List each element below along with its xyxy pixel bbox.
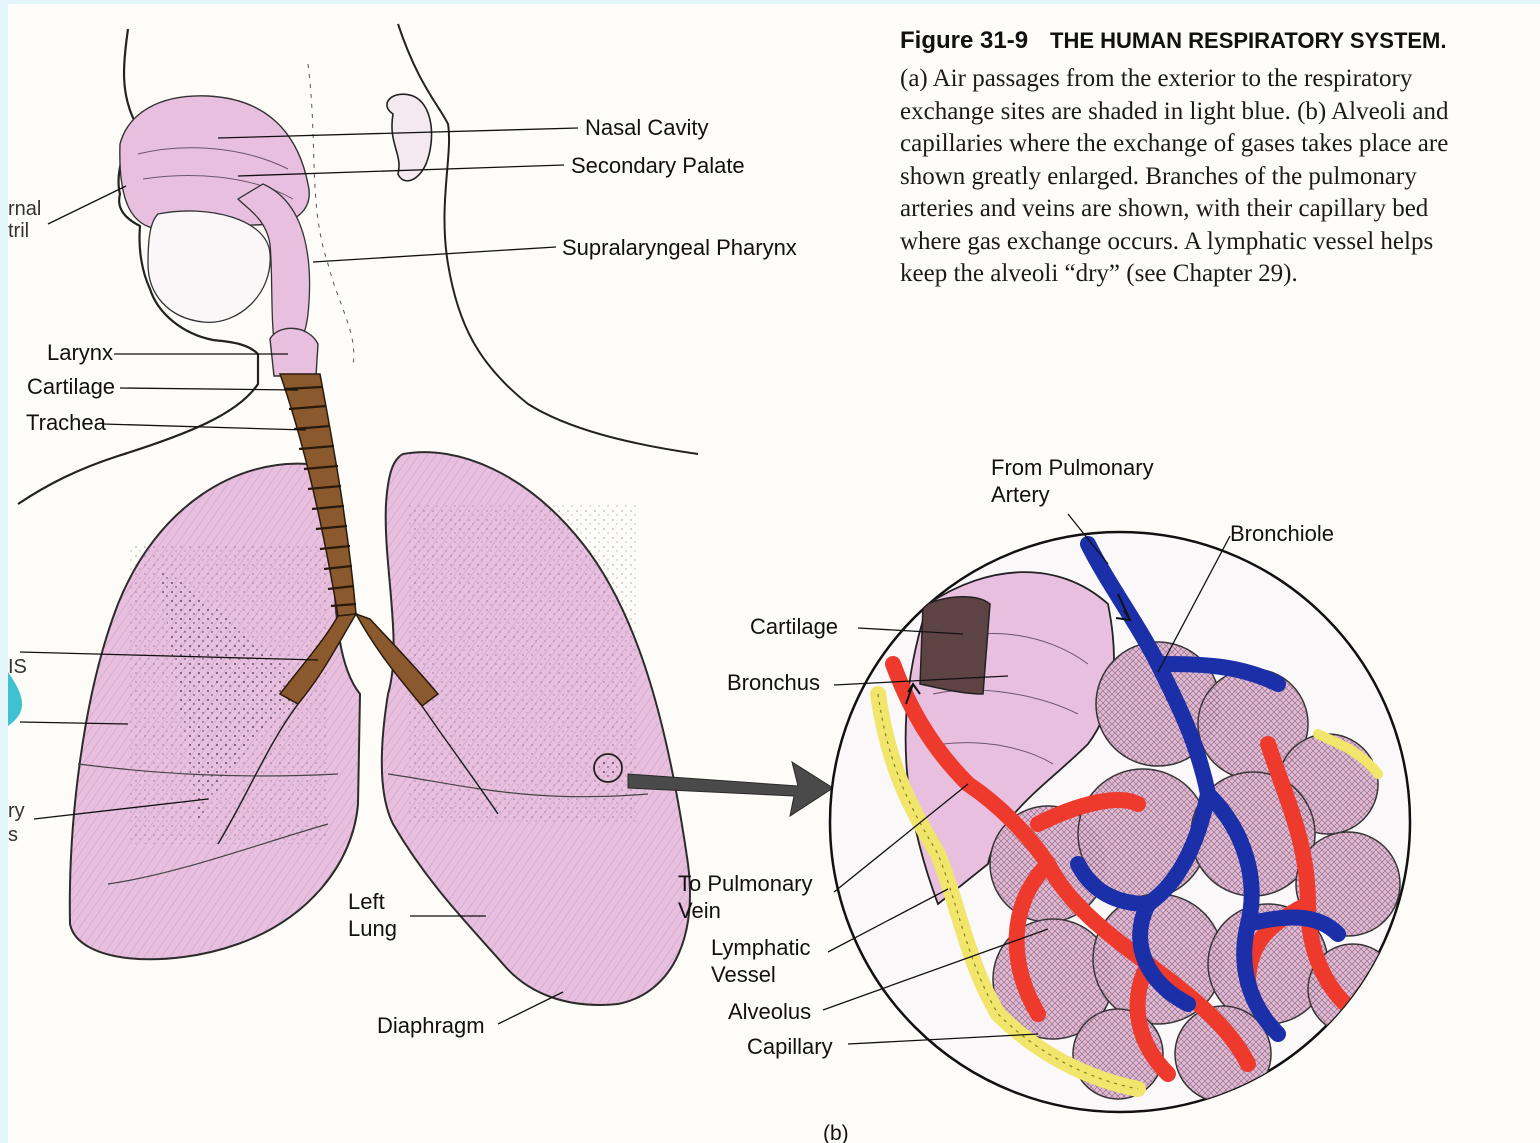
label-nasal-cavity: Nasal Cavity <box>585 114 708 141</box>
label-fragment-3: IS <box>8 656 27 678</box>
panel-b-label: (b) <box>823 1120 849 1143</box>
label-from-pulmonary-artery-line1: From Pulmonary <box>991 454 1154 481</box>
label-fragment-4: ry <box>8 800 25 822</box>
label-trachea: Trachea <box>26 409 106 436</box>
label-fragment-5: s <box>8 824 18 846</box>
caption-body: (a) Air passages from the exterior to th… <box>900 63 1460 291</box>
caption-heading: Figure 31-9 THE HUMAN RESPIRATORY SYSTEM. <box>900 26 1460 59</box>
label-larynx: Larynx <box>47 339 113 366</box>
label-to-pulmonary-vein-line2: Vein <box>678 897 721 924</box>
figure-number: Figure 31-9 <box>900 27 1028 54</box>
label-lymphatic-vessel-line1: Lymphatic <box>711 934 810 961</box>
label-capillary: Capillary <box>747 1033 833 1060</box>
label-fragment-nostril-1: rnal <box>8 198 41 220</box>
label-diaphragm: Diaphragm <box>377 1012 485 1039</box>
figure-page: Nasal Cavity Secondary Palate Supralaryn… <box>8 4 1540 1143</box>
label-secondary-palate: Secondary Palate <box>571 152 745 179</box>
figure-title: THE HUMAN RESPIRATORY SYSTEM. <box>1050 28 1446 53</box>
label-left-lung-line1: Left <box>348 888 385 915</box>
ear <box>387 94 432 181</box>
larynx-shape <box>270 328 318 376</box>
label-bronchiole: Bronchiole <box>1230 520 1334 547</box>
label-to-pulmonary-vein-line1: To Pulmonary <box>678 870 813 897</box>
label-alveolus: Alveolus <box>728 998 811 1025</box>
oral-cavity <box>148 211 270 322</box>
label-lymphatic-vessel-line2: Vessel <box>711 961 776 988</box>
figure-caption: Figure 31-9 THE HUMAN RESPIRATORY SYSTEM.… <box>900 26 1460 291</box>
label-cartilage-a: Cartilage <box>27 373 115 400</box>
label-left-lung-line2: Lung <box>348 915 397 942</box>
label-cartilage-b: Cartilage <box>750 613 838 640</box>
label-bronchus: Bronchus <box>727 669 820 696</box>
label-from-pulmonary-artery-line2: Artery <box>991 481 1050 508</box>
label-supralaryngeal-pharynx: Supralaryngeal Pharynx <box>562 234 797 261</box>
label-fragment-nostril-2: tril <box>8 220 29 242</box>
